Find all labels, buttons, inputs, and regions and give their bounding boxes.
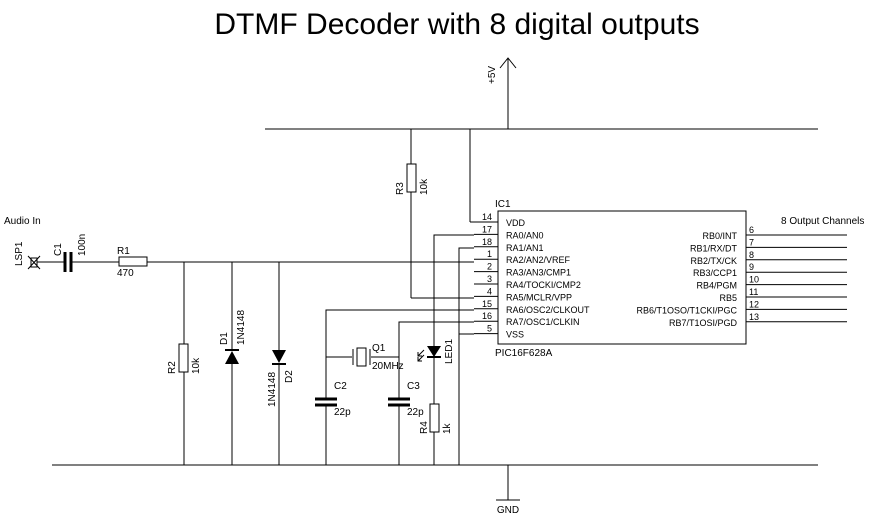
ic1-pin-number: 17 xyxy=(482,224,492,234)
ic1-pin-number: 9 xyxy=(749,262,754,272)
r2-value: 10k xyxy=(191,357,202,374)
ic1-body xyxy=(497,210,747,345)
resistor-r3-symbol xyxy=(406,163,417,193)
ic1-pin-name: RA4/TOCKI/CMP2 xyxy=(506,280,581,290)
schematic-title: DTMF Decoder with 8 digital outputs xyxy=(214,8,699,41)
r1-label: R1 xyxy=(117,246,130,257)
c1-label: C1 xyxy=(53,243,64,256)
ic1-pin-number: 18 xyxy=(482,237,492,247)
q1-label: Q1 xyxy=(372,343,386,354)
ic1-pin-name: VSS xyxy=(506,330,524,340)
resistor-r4-symbol xyxy=(429,403,440,433)
ic1-pin-number: 5 xyxy=(487,324,492,334)
r3-value: 10k xyxy=(419,178,430,195)
ic1-pin-name: RB0/INT xyxy=(702,231,737,241)
ic1-pin-name: RB5 xyxy=(719,293,737,303)
led1-symbol xyxy=(417,346,441,362)
ic1-pin-number: 14 xyxy=(482,212,492,222)
supply-label: +5V xyxy=(487,66,498,84)
ic1-part-label: PIC16F628A xyxy=(495,348,553,359)
ic1-pin-number: 10 xyxy=(749,275,759,285)
resistor-r1-symbol xyxy=(118,256,148,267)
d1-label: D1 xyxy=(219,332,230,345)
ic1-pin-name: RB1/RX/DT xyxy=(690,243,738,253)
ic1-pin-name: RB7/T1OSI/PGD xyxy=(669,318,738,328)
c1-value: 100n xyxy=(77,234,88,256)
r4-value: 1k xyxy=(442,422,453,434)
capacitor-c3-symbol xyxy=(388,397,410,407)
ic1-pin-name: RA3/AN3/CMP1 xyxy=(506,268,571,278)
r2-label: R2 xyxy=(167,361,178,374)
diode-d1-symbol xyxy=(225,349,239,364)
ic1-pin-name: RB2/TX/CK xyxy=(690,256,737,266)
d2-value: 1N4148 xyxy=(267,372,278,407)
ic1-ref-label: IC1 xyxy=(495,199,511,210)
ic1-pin-name: RB6/T1OSO/T1CKI/PGC xyxy=(636,305,737,315)
c3-value: 22p xyxy=(407,407,424,418)
audio-in-label: Audio In xyxy=(4,216,41,227)
ic1-pin-name: RA5/MCLR/VPP xyxy=(506,292,572,302)
r3-label: R3 xyxy=(395,182,406,195)
d2-label: D2 xyxy=(284,370,295,383)
ic1-pin-number: 3 xyxy=(487,274,492,284)
output-channels-label: 8 Output Channels xyxy=(781,216,864,227)
resistor-r2-symbol xyxy=(178,343,189,373)
ic1-pin-name: RA2/AN2/VREF xyxy=(506,255,571,265)
r1-value: 470 xyxy=(117,268,134,279)
ic1-pin-number: 7 xyxy=(749,237,754,247)
crystal-q1-symbol xyxy=(352,347,371,367)
ic1-pin-name: RB3/CCP1 xyxy=(693,268,737,278)
lsp1-label: LSP1 xyxy=(14,241,25,266)
ic1-pin-name: RA7/OSC1/CLKIN xyxy=(506,317,580,327)
capacitor-c1-symbol xyxy=(63,252,73,272)
ic1-pin-number: 1 xyxy=(487,249,492,259)
ic1-pin-number: 2 xyxy=(487,262,492,272)
ic1-pin-number: 15 xyxy=(482,299,492,309)
ic1-pin-number: 6 xyxy=(749,225,754,235)
ic1-pin-name: RB4/PGM xyxy=(696,281,737,291)
ic1-pin-number: 16 xyxy=(482,311,492,321)
ic1-pin-name: RA0/AN0 xyxy=(506,230,544,240)
ic1-pin-number: 4 xyxy=(487,286,492,296)
ic1-pin-name: VDD xyxy=(506,218,526,228)
supply-arrow xyxy=(499,57,517,129)
diode-d2-symbol xyxy=(272,350,286,365)
ic1-pin-number: 12 xyxy=(749,299,759,309)
q1-value: 20MHz xyxy=(372,361,404,372)
ic1-pin-number: 13 xyxy=(749,312,759,322)
r4-label: R4 xyxy=(419,421,430,434)
led1-label: LED1 xyxy=(444,339,455,364)
ic1-pin-number: 8 xyxy=(749,250,754,260)
ic1-pin-name: RA1/AN1 xyxy=(506,243,544,253)
c3-label: C3 xyxy=(407,381,420,392)
d1-value: 1N4148 xyxy=(236,310,247,345)
ground-symbol xyxy=(496,465,520,501)
c2-label: C2 xyxy=(334,381,347,392)
capacitor-c2-symbol xyxy=(315,397,337,407)
ground-label: GND xyxy=(497,505,519,516)
ic1-pin-number: 11 xyxy=(749,287,758,297)
ic1-pin-name: RA6/OSC2/CLKOUT xyxy=(506,305,590,315)
c2-value: 22p xyxy=(334,407,351,418)
